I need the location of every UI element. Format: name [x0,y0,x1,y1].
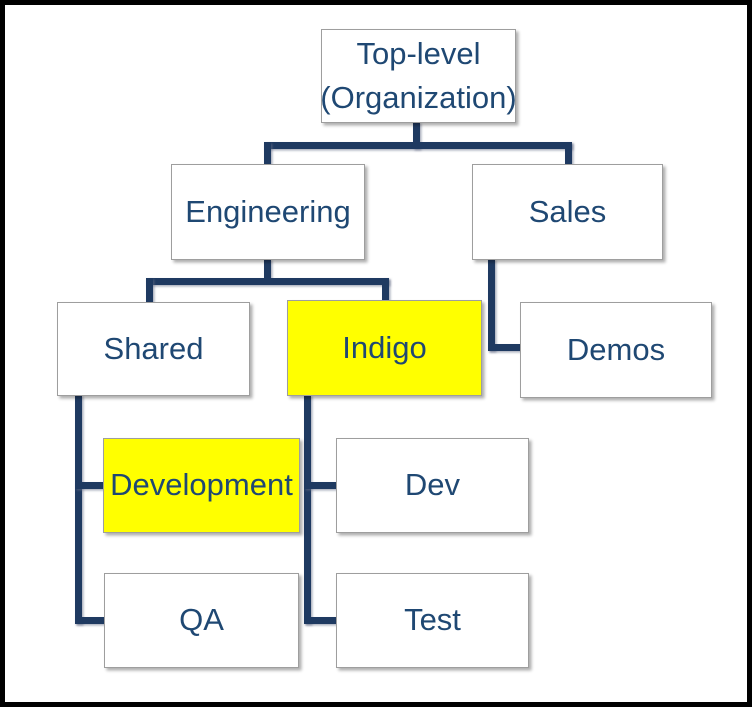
edge-topLevel-drop-line [413,122,420,149]
edge-engineering-children-bar-line [146,278,389,285]
edge-shared-rail-line [75,395,82,624]
node-shared: Shared [57,302,250,396]
node-top-level: Top-level (Organization) [320,29,517,123]
node-demos-label: Demos [566,331,666,367]
edge-to-development-line [75,482,104,489]
edge-sales-demos-vertical-line [488,259,495,351]
edge-to-engineering-line [264,142,271,164]
edge-to-indigo-line [382,278,389,301]
node-indigo-label: Indigo [342,329,427,365]
node-engineering-label: Engineering [185,193,351,229]
node-shared-label: Shared [103,330,204,366]
edge-to-qa-line [75,617,105,624]
node-qa: QA [104,573,299,668]
node-top-level-label-line1: Top-level [356,35,481,71]
node-development: Development [103,438,300,533]
edge-to-test-line [304,617,337,624]
node-dev: Dev [336,438,529,533]
node-development-label: Development [110,467,293,503]
edge-to-shared-line [146,278,153,303]
node-test-label: Test [404,602,461,638]
node-dev-label: Dev [404,467,461,503]
node-qa-label: QA [179,602,224,638]
edge-sales-demos-horizontal-line [488,344,521,351]
node-demos: Demos [520,302,712,398]
edge-engineering-drop-line [264,259,271,278]
edge-indigo-rail-line [304,395,311,624]
node-sales: Sales [472,164,663,260]
node-test: Test [336,573,529,668]
node-engineering: Engineering [171,164,365,260]
edge-topLevel-children-bar-line [264,142,572,149]
node-indigo: Indigo [287,300,482,396]
node-sales-label: Sales [528,193,607,229]
node-top-level-label-line2: (Organization) [320,80,517,115]
edge-to-sales-line [565,142,572,164]
edge-to-dev-line [304,482,337,489]
